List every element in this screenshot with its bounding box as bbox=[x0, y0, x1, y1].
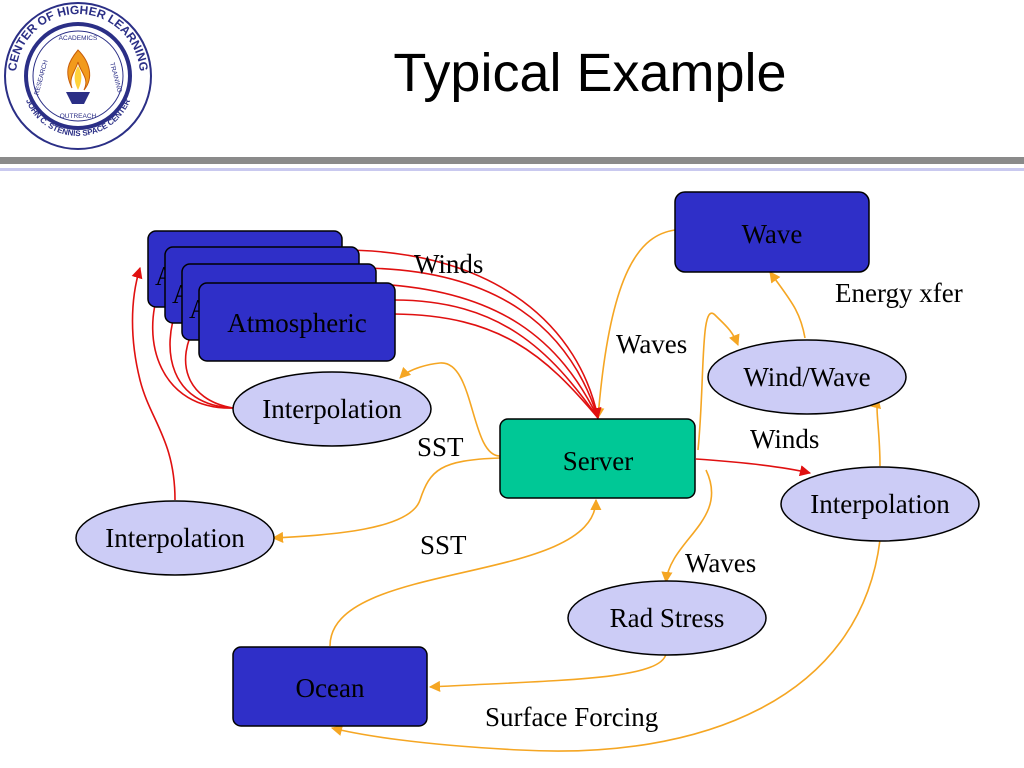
rad-stress-label: Rad Stress bbox=[610, 603, 725, 633]
edge-label-sst-top: SST bbox=[417, 432, 464, 462]
interpolation-left-ellipse: Interpolation bbox=[75, 500, 275, 576]
wind-wave-ellipse: Wind/Wave bbox=[707, 339, 907, 415]
title-divider-light bbox=[0, 168, 1024, 171]
edge-radstress-to-ocean bbox=[428, 653, 667, 693]
edge-server-to-radstress bbox=[661, 469, 713, 584]
edge-server-to-windwave bbox=[697, 312, 740, 451]
edge-label-waves-bottom: Waves bbox=[685, 548, 756, 578]
edge-label-energy-xfer: Energy xfer bbox=[835, 278, 963, 308]
edge-server-winds-to-interp bbox=[695, 458, 812, 477]
interpolation-left-label: Interpolation bbox=[105, 523, 245, 553]
edge-ocean-to-server bbox=[329, 498, 602, 647]
edge-server-to-interp-left bbox=[271, 457, 501, 544]
wave-box: Wave bbox=[674, 191, 870, 273]
wave-label: Wave bbox=[742, 219, 803, 249]
atmospheric-label: Atmospheric bbox=[227, 308, 366, 338]
edge-atmos-winds-5 bbox=[393, 313, 599, 419]
server-label: Server bbox=[563, 446, 633, 476]
torch-flame-icon bbox=[66, 49, 91, 104]
interpolation-top-ellipse: Interpolation bbox=[232, 371, 432, 447]
rad-stress-ellipse: Rad Stress bbox=[567, 580, 767, 656]
edge-atmos-winds-3 bbox=[375, 283, 599, 419]
edge-interp-left-to-atmos bbox=[131, 266, 176, 501]
atmospheric-box: Atmospheric bbox=[198, 282, 396, 362]
edge-label-sst-bottom: SST bbox=[420, 530, 467, 560]
wind-wave-label: Wind/Wave bbox=[743, 362, 870, 392]
interpolation-top-label: Interpolation bbox=[262, 394, 402, 424]
edge-wave-to-server bbox=[593, 229, 676, 420]
edge-interp-to-atmos-a bbox=[151, 286, 234, 409]
edge-atmos-winds-4 bbox=[393, 299, 599, 419]
edge-surface-forcing bbox=[330, 539, 881, 752]
server-box: Server bbox=[499, 418, 696, 499]
ocean-box: Ocean bbox=[232, 646, 428, 727]
edge-label-surface-forcing: Surface Forcing bbox=[485, 702, 658, 732]
logo-academics-text: ACADEMICS bbox=[59, 35, 98, 42]
center-logo: CENTER OF HIGHER LEARNING JOHN C. STENNI… bbox=[4, 2, 152, 150]
interpolation-right-ellipse: Interpolation bbox=[780, 466, 980, 542]
edge-server-to-interp-top bbox=[399, 362, 501, 457]
logo-outreach-text: OUTREACH bbox=[60, 113, 97, 120]
interpolation-right-label: Interpolation bbox=[810, 489, 950, 519]
edge-interp-to-windwave bbox=[870, 396, 881, 467]
edge-energy-xfer bbox=[769, 271, 806, 339]
edge-label-winds-right: Winds bbox=[750, 424, 819, 454]
edge-label-waves-top: Waves bbox=[616, 329, 687, 359]
ocean-label: Ocean bbox=[296, 673, 365, 703]
edge-atmos-winds-2 bbox=[357, 267, 599, 419]
edge-atmos-winds-1 bbox=[340, 249, 602, 420]
title-divider-dark bbox=[0, 157, 1024, 164]
edge-label-winds-top: Winds bbox=[414, 249, 483, 279]
slide-title: Typical Example bbox=[393, 43, 787, 103]
